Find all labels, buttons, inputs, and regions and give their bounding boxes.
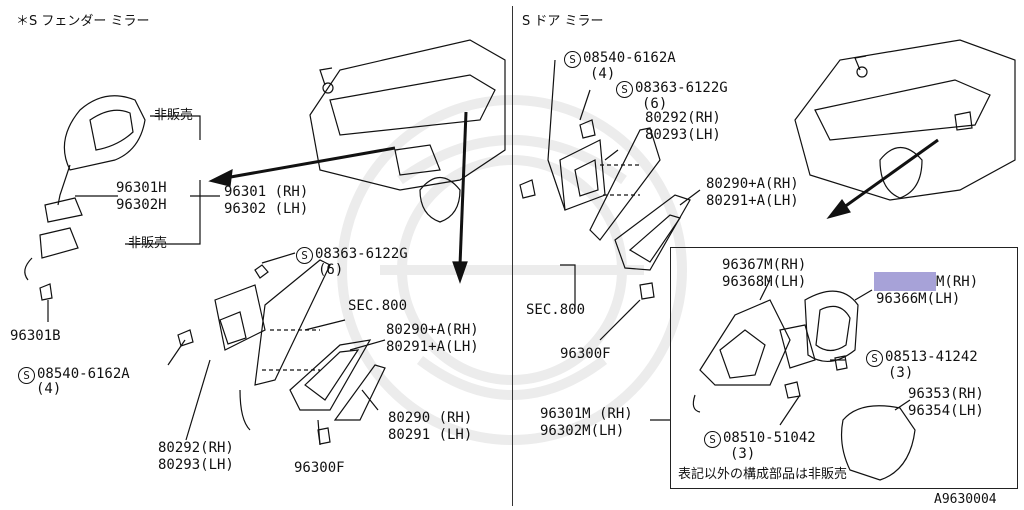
bolt-qty-inset-4: (3) xyxy=(730,446,756,462)
arrow-to-fender-mirror xyxy=(208,146,396,187)
part-96301B[interactable]: 96301B xyxy=(10,328,61,344)
screw-symbol-icon: S xyxy=(704,431,721,448)
part-80292-right[interactable]: 80292(RH) xyxy=(645,110,721,126)
part-80293-right[interactable]: 80293(LH) xyxy=(645,127,721,143)
part-96366M-lh[interactable]: 96366M(LH) xyxy=(876,291,961,307)
part-96301M-rh[interactable]: 96301M (RH) xyxy=(540,406,633,422)
door-bracket-assembly xyxy=(519,59,691,310)
bolt-qty-inset-3: (3) xyxy=(888,365,914,381)
part-80291-left[interactable]: 80291 (LH) xyxy=(388,427,473,443)
callout-lines-left xyxy=(47,115,386,446)
sec-800-left[interactable]: SEC.800 xyxy=(348,298,408,314)
screw-symbol-icon: S xyxy=(866,350,883,367)
part-96353-rh[interactable]: 96353(RH) xyxy=(908,386,984,402)
part-96302M-lh[interactable]: 96302M(LH) xyxy=(540,423,625,439)
bolt-qty-left-2: (4) xyxy=(36,381,62,397)
not-sold-label-1: 非販売 xyxy=(154,108,194,123)
highlight-box xyxy=(874,272,936,291)
part-96300F-right[interactable]: 96300F xyxy=(560,346,611,362)
screw-symbol-icon: S xyxy=(564,51,581,68)
door-mirror-inset-box xyxy=(670,247,1018,489)
not-sold-label-2: 非販売 xyxy=(128,236,168,251)
arrow-to-door-mirror xyxy=(826,138,939,220)
part-80290-left[interactable]: 80290 (RH) xyxy=(388,410,473,426)
part-80290A-right[interactable]: 80290+A(RH) xyxy=(706,176,799,192)
arrow-to-fender-bracket xyxy=(452,111,468,284)
part-96302-lh[interactable]: 96302 (LH) xyxy=(224,201,309,217)
callout-lines-right xyxy=(579,89,911,426)
part-80292-left[interactable]: 80292(RH) xyxy=(158,440,234,456)
screw-symbol-icon: S xyxy=(18,367,35,384)
bolt-code: 08513-41242 xyxy=(885,349,978,365)
part-965M-rh[interactable]: M(RH) xyxy=(936,274,979,290)
not-sold-note: 表記以外の構成部品は非販売 xyxy=(678,467,848,482)
bolt-code: 08540-6162A xyxy=(583,50,676,66)
screw-symbol-icon: S xyxy=(616,81,633,98)
bolt-qty-left-1: (6) xyxy=(318,262,344,278)
screw-symbol-icon: S xyxy=(296,247,313,264)
door-mirror-exploded-view xyxy=(692,290,916,481)
part-80291A-right[interactable]: 80291+A(LH) xyxy=(706,193,799,209)
bolt-qty-right-1: (4) xyxy=(590,66,616,82)
bolt-code: 08363-6122G xyxy=(635,80,728,96)
car-front-sketch-left xyxy=(309,39,506,223)
sec-800-right[interactable]: SEC.800 xyxy=(526,302,586,318)
part-96368M-lh[interactable]: 96368M(LH) xyxy=(722,274,807,290)
diagram-id: A9630004 xyxy=(934,492,997,507)
door-mirror-heading: S ドア ミラー xyxy=(522,14,604,29)
part-96302H[interactable]: 96302H xyxy=(116,197,167,213)
fender-mirror-heading: ＊S フェンダー ミラー xyxy=(16,14,150,29)
part-80293-left[interactable]: 80293(LH) xyxy=(158,457,234,473)
car-front-sketch-right xyxy=(794,39,1016,201)
part-80291A-left[interactable]: 80291+A(LH) xyxy=(386,339,479,355)
fender-bracket-assembly xyxy=(177,259,386,445)
section-divider xyxy=(512,6,513,506)
fender-mirror-sketch xyxy=(24,95,146,301)
bolt-code: 08363-6122G xyxy=(315,246,408,262)
part-96367M-rh[interactable]: 96367M(RH) xyxy=(722,257,807,273)
bolt-code: 08510-51042 xyxy=(723,430,816,446)
bolt-qty-right-2: (6) xyxy=(642,96,668,112)
part-96300F-left[interactable]: 96300F xyxy=(294,460,345,476)
part-80290A-left[interactable]: 80290+A(RH) xyxy=(386,322,479,338)
part-96301-rh[interactable]: 96301 (RH) xyxy=(224,184,309,200)
part-96301H[interactable]: 96301H xyxy=(116,180,167,196)
part-96354-lh[interactable]: 96354(LH) xyxy=(908,403,984,419)
bolt-code: 08540-6162A xyxy=(37,366,130,382)
